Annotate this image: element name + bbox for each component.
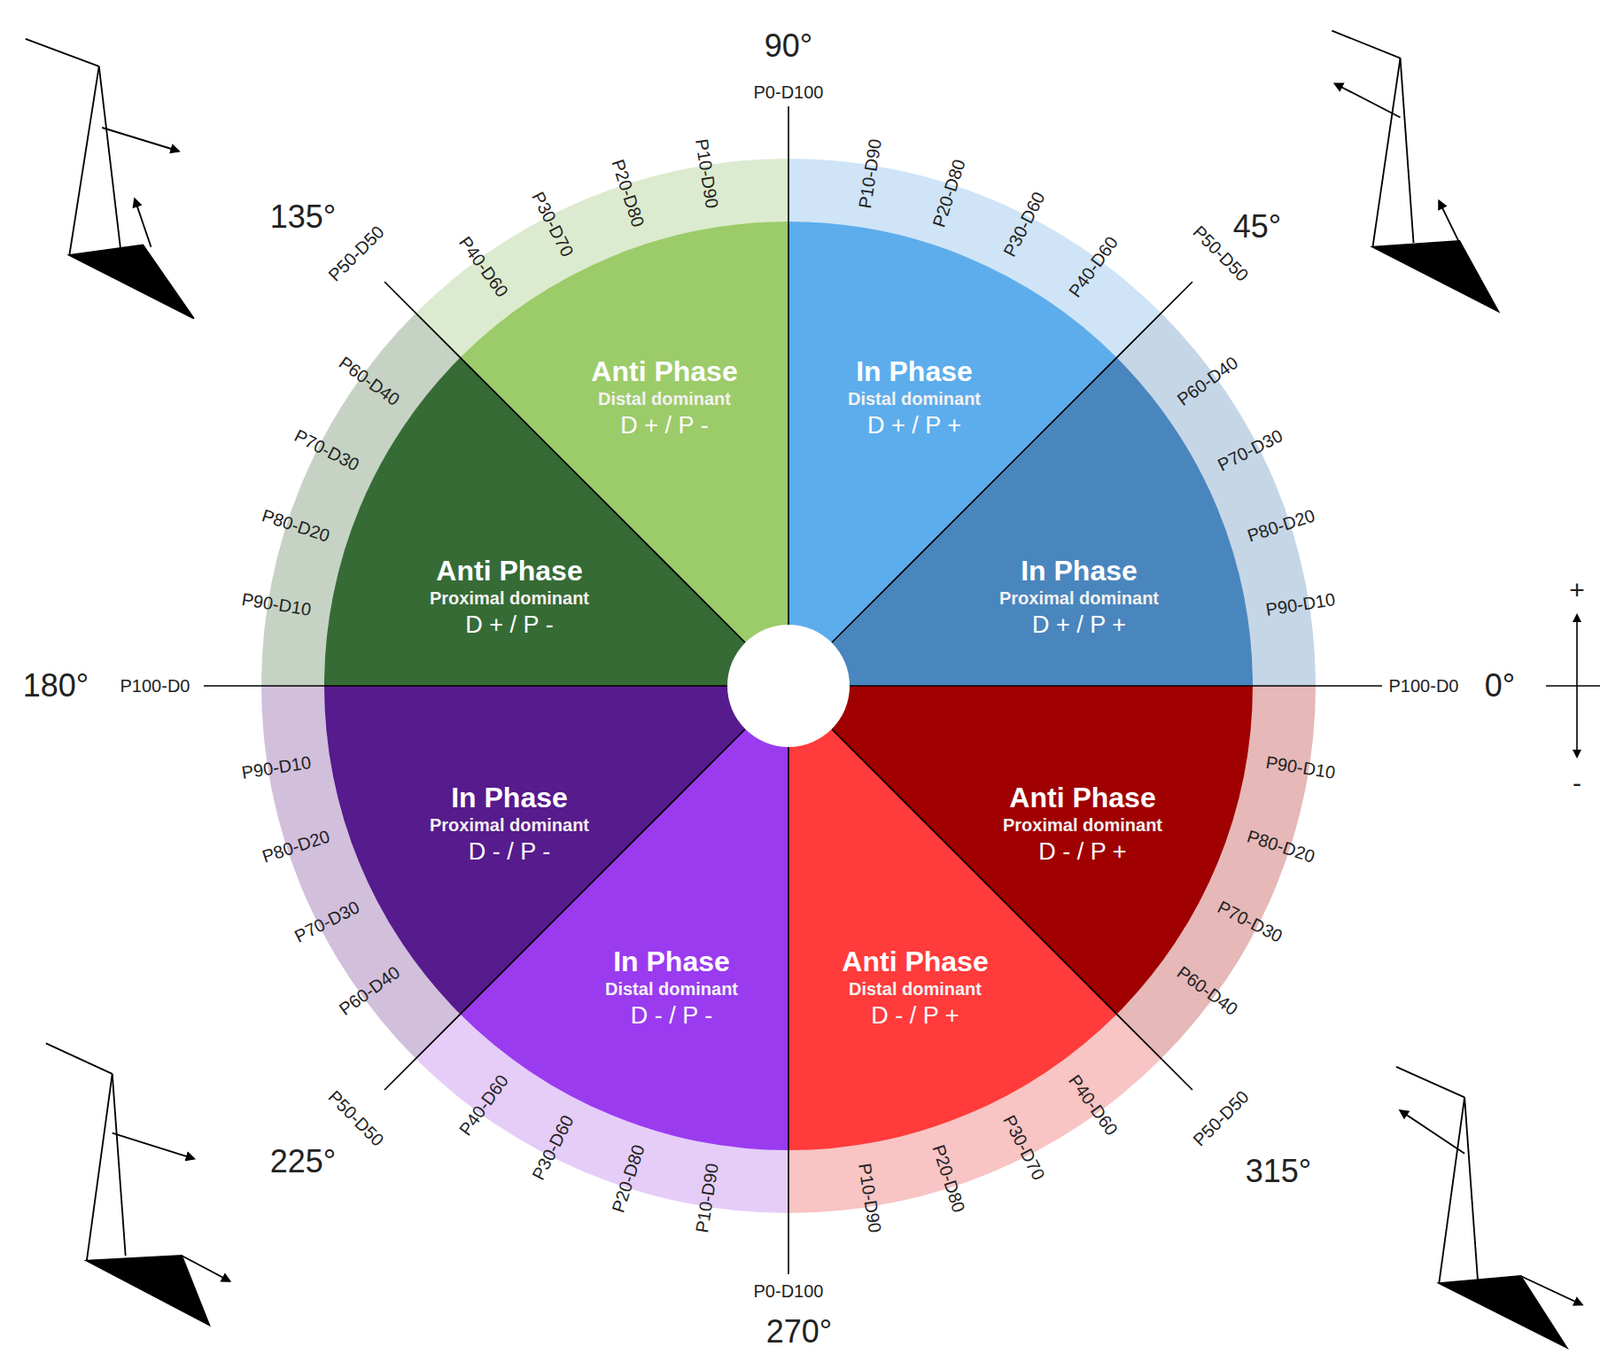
- phase-heading: Anti Phase: [1002, 780, 1163, 815]
- angle-label: 225°: [270, 1145, 336, 1178]
- angle-label: 315°: [1245, 1155, 1312, 1188]
- ring-label: P50-D50: [325, 1087, 388, 1150]
- phase-heading: Anti Phase: [590, 354, 738, 389]
- sector-node: In PhaseDistal dominantD + / P +: [847, 354, 981, 442]
- angle-label: 0°: [1484, 669, 1515, 702]
- dominance-label: Proximal dominant: [999, 587, 1159, 610]
- sector-node: In PhaseProximal dominantD - / P -: [429, 780, 590, 868]
- sector-node: Anti PhaseProximal dominantD + / P -: [429, 553, 590, 641]
- sign-symbol: -: [1572, 769, 1582, 797]
- sign-label: D - / P +: [841, 1000, 988, 1032]
- phase-heading: Anti Phase: [841, 944, 988, 979]
- sector-node: Anti PhaseDistal dominantD - / P +: [841, 944, 988, 1032]
- dominance-label: Distal dominant: [605, 978, 738, 1001]
- angle-label: 180°: [23, 669, 89, 702]
- ring-label: P50-D50: [1189, 1087, 1252, 1150]
- sign-label: D + / P +: [847, 410, 981, 442]
- sign-label: D + / P +: [999, 609, 1159, 641]
- ring-band: [415, 685, 789, 1213]
- dominance-label: Distal dominant: [847, 388, 981, 411]
- dominance-label: Distal dominant: [841, 978, 988, 1001]
- sign-symbol: +: [1568, 576, 1585, 604]
- sign-label: D - / P +: [1002, 836, 1163, 868]
- sector-node: Anti PhaseProximal dominantD - / P +: [1002, 780, 1163, 868]
- sign-indicator: [1545, 614, 1600, 757]
- dominance-label: Distal dominant: [590, 388, 738, 411]
- axis-lines: [203, 106, 1383, 1274]
- angle-label: 270°: [766, 1315, 832, 1348]
- sign-label: D + / P -: [590, 410, 738, 442]
- sector-node: In PhaseProximal dominantD + / P +: [999, 553, 1159, 641]
- ring-label: P100-D0: [1389, 676, 1460, 695]
- sign-label: D - / P -: [429, 836, 590, 868]
- phase-heading: In Phase: [429, 780, 590, 815]
- sector-node: Anti PhaseDistal dominantD + / P -: [590, 354, 738, 442]
- dominance-label: Proximal dominant: [429, 587, 590, 610]
- ring-label: P100-D0: [120, 676, 191, 695]
- phase-heading: Anti Phase: [429, 553, 590, 588]
- angle-label: 45°: [1233, 210, 1282, 243]
- angle-label: 90°: [764, 30, 813, 63]
- sector-node: In PhaseDistal dominantD - / P -: [605, 944, 738, 1032]
- angle-label: 135°: [270, 201, 336, 234]
- ring-label: P0-D100: [753, 83, 824, 101]
- ring-label: P0-D100: [753, 1281, 824, 1300]
- dominance-label: Proximal dominant: [429, 814, 590, 837]
- phase-heading: In Phase: [999, 553, 1159, 588]
- phase-heading: In Phase: [847, 354, 981, 389]
- leg-figures: [25, 31, 1583, 1348]
- ring-band: [788, 158, 1162, 686]
- sign-label: D - / P -: [605, 1000, 738, 1032]
- center-circle: [727, 624, 850, 747]
- sign-label: D + / P -: [429, 609, 590, 641]
- ring-band: [261, 312, 789, 686]
- phase-heading: In Phase: [605, 944, 738, 979]
- ring-band: [788, 685, 1316, 1059]
- dominance-label: Proximal dominant: [1002, 814, 1163, 837]
